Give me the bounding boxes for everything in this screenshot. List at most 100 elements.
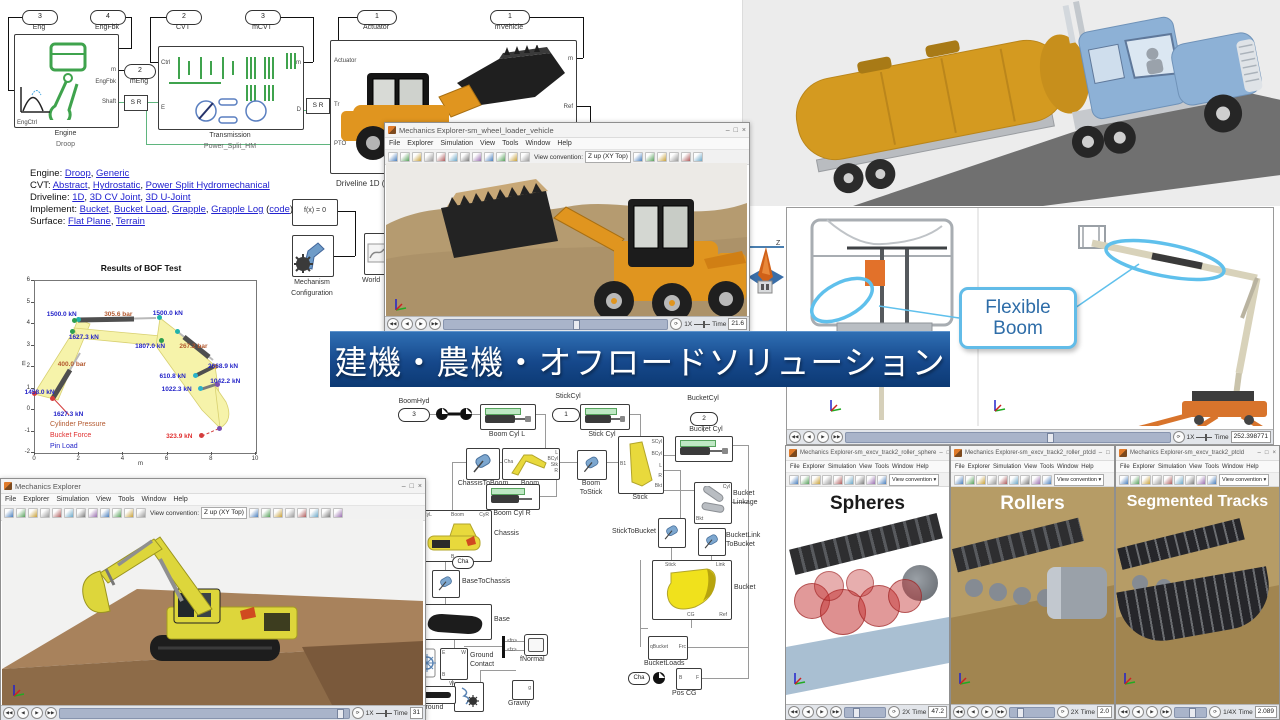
toolbar-icon[interactable] (412, 152, 422, 162)
step-forward-button[interactable]: ▶▶ (831, 431, 843, 443)
view-convention-dropdown[interactable]: View convention ▾ (889, 473, 940, 486)
toolbar-icon[interactable] (332, 508, 343, 518)
toolbar-icon[interactable] (844, 474, 854, 485)
speed-value[interactable]: 1X (684, 320, 693, 328)
ground-contact-block[interactable]: E W B (440, 648, 468, 680)
toolbar-icon[interactable] (822, 474, 832, 485)
toolbar-icon[interactable] (692, 152, 703, 162)
close-button[interactable]: × (741, 126, 746, 134)
boom-cyl-l-block[interactable] (480, 404, 536, 430)
excavator-3d-viewport[interactable] (2, 519, 423, 705)
step-back-button[interactable]: ◀ (1132, 706, 1144, 718)
port-stickcyl[interactable]: 1 (552, 408, 580, 422)
skip-start-button[interactable]: ◀◀ (788, 706, 800, 718)
toolbar-icon[interactable] (64, 508, 74, 518)
rollers-window-titlebar[interactable]: Mechanics Explorer-sm_excv_track2_roller… (951, 446, 1114, 461)
toolbar-icon[interactable] (656, 152, 667, 162)
loop-button[interactable]: ⟳ (1209, 706, 1222, 718)
toolbar-icon[interactable] (987, 474, 997, 485)
toolbar-icon[interactable] (1185, 474, 1195, 485)
toolbar-icon[interactable] (680, 152, 691, 162)
menu-file[interactable]: File (1120, 463, 1130, 470)
stick-to-bucket-block[interactable] (658, 518, 686, 548)
bucketloads-block[interactable]: qBucket Frc (648, 636, 688, 660)
bucket-linkage-block[interactable]: Cyl Bkt (694, 482, 732, 524)
step-back-button[interactable]: ◀ (967, 706, 979, 718)
skip-start-button[interactable]: ◀◀ (953, 706, 965, 718)
play-button[interactable]: ▶ (415, 318, 427, 330)
play-button[interactable]: ▶ (816, 706, 828, 718)
bucketlink-to-bucket-block[interactable] (698, 528, 726, 556)
chassis-to-boom-block[interactable] (466, 448, 500, 480)
toolbar-icon[interactable] (1031, 474, 1041, 485)
sr-converter-block[interactable]: S R (124, 95, 148, 111)
close-button[interactable]: × (417, 482, 422, 490)
toolbar-icon[interactable] (866, 474, 876, 485)
toolbar-icon[interactable] (136, 508, 146, 518)
menu-tools[interactable]: Tools (1204, 463, 1219, 470)
toolbar-icon[interactable] (100, 508, 110, 518)
menu-help[interactable]: Help (1081, 463, 1094, 470)
toolbar-icon[interactable] (1196, 474, 1206, 485)
toolbar-icon[interactable] (800, 474, 810, 485)
menu-view[interactable]: View (480, 140, 496, 147)
boom-to-stick-block[interactable] (577, 450, 607, 480)
base-block[interactable] (418, 604, 492, 640)
spheres-3d-viewport[interactable]: Spheres (786, 487, 949, 705)
model-link[interactable]: 3D U-Joint (145, 192, 191, 203)
step-back-button[interactable]: ◀ (17, 707, 29, 719)
toolbar-icon[interactable] (954, 474, 964, 485)
model-link[interactable]: Terrain (115, 216, 145, 227)
toolbar-icon[interactable] (124, 508, 134, 518)
port-cha1[interactable]: Cha (452, 556, 474, 569)
menu-explorer[interactable]: Explorer (802, 463, 826, 470)
menu-tools[interactable]: Tools (502, 140, 519, 147)
close-button[interactable]: × (1272, 450, 1276, 456)
step-back-button[interactable]: ◀ (802, 706, 814, 718)
model-link[interactable]: Generic (96, 168, 130, 179)
pos-cg-block[interactable]: B F (676, 668, 702, 690)
menu-explorer[interactable]: Explorer (23, 496, 50, 503)
toolbar-icon[interactable] (1119, 474, 1129, 485)
menu-tools[interactable]: Tools (1039, 463, 1054, 470)
menu-view[interactable]: View (1024, 463, 1037, 470)
toolbar-icon[interactable] (28, 508, 38, 518)
menu-window[interactable]: Window (1056, 463, 1079, 470)
toolbar-icon[interactable] (1174, 474, 1184, 485)
toolbar-icon[interactable] (632, 152, 643, 162)
maximize-button[interactable]: □ (947, 450, 949, 456)
menu-tools[interactable]: Tools (874, 463, 889, 470)
menu-window[interactable]: Window (525, 140, 551, 147)
step-back-button[interactable]: ◀ (401, 318, 413, 330)
view-convention-dropdown[interactable]: View convention ▾ (1219, 473, 1270, 486)
timeline-slider[interactable] (845, 431, 1171, 443)
view-convention-dropdown[interactable]: View convention ▾ (1054, 473, 1105, 486)
port-bucketcyl[interactable]: 2 (690, 412, 718, 426)
skip-start-button[interactable]: ◀◀ (789, 431, 801, 443)
menu-explorer[interactable]: Explorer (967, 463, 991, 470)
toolbar-icon[interactable] (644, 152, 655, 162)
step-forward-button[interactable]: ▶▶ (45, 707, 57, 719)
menu-explorer[interactable]: Explorer (1132, 463, 1156, 470)
skip-start-button[interactable]: ◀◀ (3, 707, 15, 719)
toolbar-icon[interactable] (16, 508, 26, 518)
toolbar-icon[interactable] (320, 508, 331, 518)
minimize-button[interactable]: – (401, 482, 406, 490)
toolbar-icon[interactable] (998, 474, 1008, 485)
toolbar-icon[interactable] (284, 508, 295, 518)
toolbar-icon[interactable] (877, 474, 887, 485)
model-link[interactable]: Hydrostatic (92, 180, 141, 191)
loop-button[interactable]: ⟳ (888, 706, 901, 718)
spheres-window-titlebar[interactable]: Mechanics Explorer-sm_excv_track2_roller… (786, 446, 949, 461)
play-button[interactable]: ▶ (1146, 706, 1158, 718)
toolbar-icon[interactable] (668, 152, 679, 162)
view-convention-dropdown[interactable]: Z up (XY Top) (201, 507, 247, 519)
toolbar-icon[interactable] (4, 508, 14, 518)
toolbar-icon[interactable] (1141, 474, 1151, 485)
mux-block[interactable] (502, 636, 505, 658)
play-button[interactable]: ▶ (981, 706, 993, 718)
menu-file[interactable]: File (5, 496, 17, 503)
gravity-block[interactable]: g (512, 680, 534, 700)
engine-block[interactable]: EngCtrl EngFbk m Shaft (14, 34, 119, 128)
menu-file[interactable]: File (955, 463, 965, 470)
